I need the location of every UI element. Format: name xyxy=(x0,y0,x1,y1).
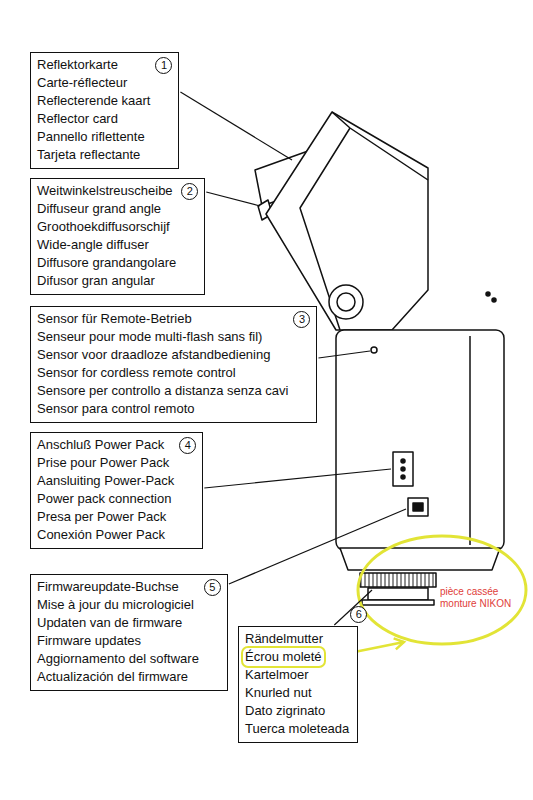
power-pack-socket xyxy=(393,452,413,486)
part-name: Difusor gran angular xyxy=(37,272,176,290)
body-base xyxy=(340,548,500,570)
highlight-frame: Écrou moleté xyxy=(241,646,326,668)
flash-body xyxy=(336,330,504,550)
callout-number: 1 xyxy=(155,57,172,74)
knurled-nut xyxy=(360,573,436,587)
highlight-ellipse xyxy=(358,536,526,644)
part-name: Sensor voor draadloze afstandbediening xyxy=(37,346,288,364)
part-name: Power pack connection xyxy=(37,490,174,508)
part-name: Mise à jour du micrologiciel xyxy=(37,596,199,614)
part-name: Sensor for cordless remote control xyxy=(37,364,288,382)
part-name: Actualización del firmware xyxy=(37,668,199,686)
callout-box: WeitwinkelstreuscheibeDiffuseur grand an… xyxy=(30,178,205,295)
part-name: Anschluß Power Pack xyxy=(37,436,174,454)
hot-shoe-plate xyxy=(362,600,434,605)
handwritten-note: pièce cassée monture NIKON xyxy=(440,586,524,610)
part-name: Diffuseur grand angle xyxy=(37,200,176,218)
arrow-head xyxy=(394,638,404,649)
pivot-knob xyxy=(329,285,363,319)
part-name: Dato zigrinato xyxy=(245,702,349,720)
part-name: Conexión Power Pack xyxy=(37,526,174,544)
callout-number: 5 xyxy=(204,579,221,596)
firmware-socket xyxy=(408,498,428,516)
part-name: Groothoekdiffusorschijf xyxy=(37,218,176,236)
leader-line xyxy=(229,509,406,584)
part-name: Tuerca moleteada xyxy=(245,720,349,738)
callout-number: 6 xyxy=(350,606,367,623)
callout-box: RändelmutterÉcrou moletéKartelmoerKnurle… xyxy=(238,626,358,743)
callout-box: ReflektorkarteCarte-réflecteurReflectere… xyxy=(30,52,179,169)
head-edge xyxy=(332,112,428,180)
part-name: Knurled nut xyxy=(245,684,349,702)
part-name: Firmware updates xyxy=(37,632,199,650)
part-name: Updaten van de firmware xyxy=(37,614,199,632)
hot-shoe-foot xyxy=(368,588,428,600)
part-name: Weitwinkelstreuscheibe xyxy=(37,182,176,200)
callout-box: Sensor für Remote-BetriebSenseur pour mo… xyxy=(30,306,317,423)
part-name: Senseur pour mode multi-flash sans fil) xyxy=(37,328,288,346)
part-name: Écrou moleté xyxy=(245,648,349,666)
part-name: Tarjeta reflectante xyxy=(37,146,150,164)
leader-line xyxy=(334,590,372,625)
part-name: Aggiornamento del software xyxy=(37,650,199,668)
part-name: Pannello riflettente xyxy=(37,128,150,146)
part-name: Sensore per controllo a distanza senza c… xyxy=(37,382,288,400)
part-name: Prise pour Power Pack xyxy=(37,454,174,472)
callout-box: Anschluß Power PackPrise pour Power Pack… xyxy=(30,432,203,549)
part-name: Carte-réflecteur xyxy=(37,74,150,92)
leader-line xyxy=(180,92,292,160)
part-name: Aansluiting Power-Pack xyxy=(37,472,174,490)
leader-line xyxy=(206,192,260,206)
callout-number: 4 xyxy=(179,437,196,454)
part-name: Sensor für Remote-Betrieb xyxy=(37,310,288,328)
pivot-knob xyxy=(337,293,355,311)
part-name: Firmwareupdate-Buchse xyxy=(37,578,199,596)
callout-number: 3 xyxy=(293,311,310,328)
body-edge xyxy=(469,336,471,545)
part-name: Reflektorkarte xyxy=(37,56,150,74)
flash-head xyxy=(266,112,428,330)
remote-sensor xyxy=(371,347,377,353)
part-name: Diffusore grandangolare xyxy=(37,254,176,272)
part-name: Wide-angle diffuser xyxy=(37,236,176,254)
part-name: Kartelmoer xyxy=(245,666,349,684)
part-name: Reflecterende kaart xyxy=(37,92,150,110)
callout-number: 2 xyxy=(181,183,198,200)
callout-box: Firmwareupdate-BuchseMise à jour du micr… xyxy=(30,574,228,691)
leader-line xyxy=(204,469,391,488)
leader-line xyxy=(318,351,370,358)
part-name: Reflector card xyxy=(37,110,150,128)
part-name: Presa per Power Pack xyxy=(37,508,174,526)
part-name: Sensor para control remoto xyxy=(37,400,288,418)
